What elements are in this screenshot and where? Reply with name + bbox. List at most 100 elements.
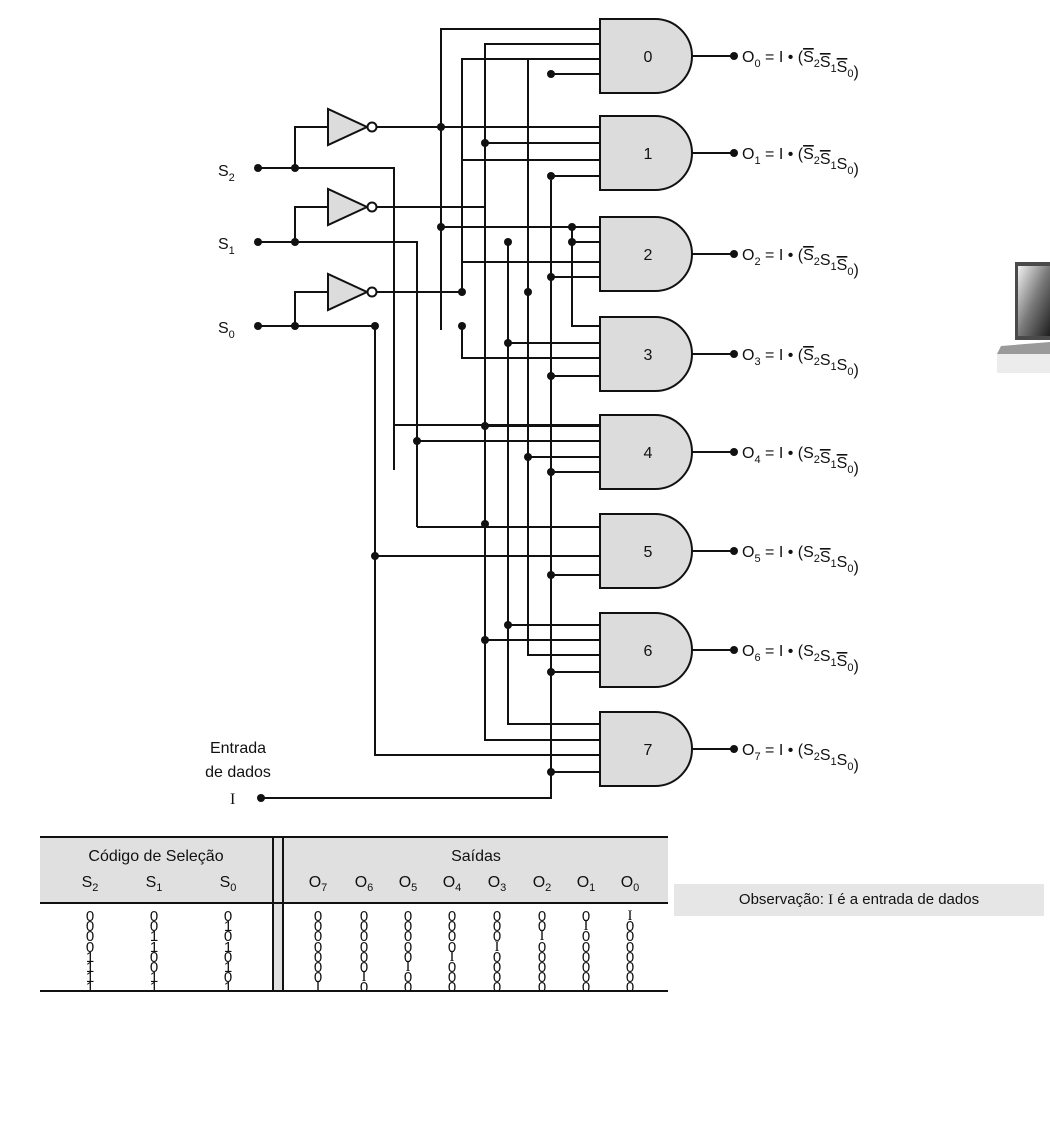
wire-27 <box>527 59 600 656</box>
column-header-o0: O0 <box>620 874 640 894</box>
data-input-label-line1: Entrada <box>210 740 266 757</box>
table-cell: 0 <box>223 908 233 925</box>
wire-2 <box>294 206 328 242</box>
junction-dot <box>547 668 555 676</box>
and-gate-2 <box>599 216 693 292</box>
table-cell: 0 <box>85 928 95 946</box>
column-header-s2: S2 <box>81 874 99 894</box>
table-cell: I <box>405 959 411 975</box>
table-cell: I <box>539 928 545 945</box>
junction-dot <box>547 768 555 776</box>
table-cell: 0 <box>492 928 502 946</box>
input-terminal-s1 <box>254 238 262 246</box>
table-cell: I <box>449 948 455 965</box>
column-header-o2: O2 <box>532 874 552 894</box>
junction-dot <box>504 621 512 629</box>
inverter-s0-bubble <box>366 286 378 298</box>
table-cell: 0 <box>313 918 323 936</box>
table-cell: 0 <box>581 969 591 987</box>
table-cell: 0 <box>492 959 502 976</box>
and-gate-4 <box>599 414 693 490</box>
output-equation-6: O6 = I • (S2S1S0) <box>742 643 859 675</box>
column-header-s0: S0 <box>219 874 237 894</box>
junction-dot <box>568 223 576 231</box>
output-terminal-6 <box>730 646 738 654</box>
gate-number-7: 7 <box>644 742 653 759</box>
wire-0 <box>294 126 328 168</box>
table-cell: 0 <box>537 918 547 936</box>
table-cell: 0 <box>581 938 591 956</box>
table-cell: 0 <box>625 928 635 946</box>
and-gate-3 <box>599 316 693 392</box>
table-cell: 0 <box>581 928 591 946</box>
table-cell: 0 <box>403 918 413 936</box>
inverter-s2-bubble <box>366 121 378 133</box>
note-suffix: é a entrada de dados <box>833 891 980 908</box>
table-header-rule <box>40 902 668 904</box>
junction-dot <box>547 372 555 380</box>
junction-dot <box>458 322 466 330</box>
inverter-s0 <box>327 272 370 312</box>
table-cell: 0 <box>447 979 457 997</box>
table-cell: 0 <box>447 918 457 936</box>
junction-dot <box>371 322 379 330</box>
table-cell: 0 <box>223 948 233 966</box>
junction-dot <box>437 123 445 131</box>
table-cell: 0 <box>447 928 457 946</box>
table-cell: I <box>315 979 321 996</box>
inverter-s1 <box>327 187 370 227</box>
and-gate-1 <box>599 115 693 191</box>
table-cell: 0 <box>537 938 547 956</box>
junction-dot <box>481 422 489 430</box>
note-box: Observação: I é a entrada de dados <box>674 884 1044 916</box>
group-label-selection: Código de Seleção <box>88 848 224 865</box>
junction-dots <box>254 52 738 802</box>
column-header-o3: O3 <box>487 874 507 894</box>
junction-dot <box>291 322 299 330</box>
output-terminal-1 <box>730 149 738 157</box>
table-cell: 0 <box>447 969 457 987</box>
table-cell: 0 <box>403 979 413 997</box>
table-cell: 0 <box>625 959 635 976</box>
table-cell: 1 <box>149 938 159 956</box>
gate-number-1: 1 <box>644 146 653 163</box>
table-cell: 1 <box>223 959 233 976</box>
wire-data-input <box>261 180 552 799</box>
wire-12 <box>484 207 600 741</box>
gate-number-4: 4 <box>644 445 653 462</box>
junction-dot <box>504 238 512 246</box>
table-cell: 0 <box>359 979 369 997</box>
table-cell: 0 <box>492 908 502 925</box>
table-cell: 1 <box>149 979 159 997</box>
junction-dot <box>568 238 576 246</box>
table-cell: 0 <box>85 918 95 936</box>
table-column-separator <box>272 836 284 992</box>
table-cell: 1 <box>149 928 159 946</box>
input-terminal-data <box>257 794 265 802</box>
wire-s1 <box>258 241 418 527</box>
output-equation-1: O1 = I • (S2S1S0) <box>742 146 859 178</box>
gate-number-5: 5 <box>644 544 653 561</box>
table-cell: 0 <box>537 959 547 976</box>
table-cell: 0 <box>403 969 413 987</box>
and-gate-7 <box>599 711 693 787</box>
table-top-rule <box>40 836 668 838</box>
table-cell: 0 <box>537 969 547 987</box>
table-cell: 0 <box>625 969 635 987</box>
junction-dot <box>437 223 445 231</box>
column-header-o7: O7 <box>308 874 328 894</box>
table-cell: 0 <box>447 938 457 956</box>
table-cell: 1 <box>85 979 95 997</box>
column-header-o1: O1 <box>576 874 596 894</box>
inverter-s2 <box>327 107 370 147</box>
table-cell: 0 <box>313 938 323 956</box>
table-cell: 1 <box>223 938 233 956</box>
column-header-o5: O5 <box>398 874 418 894</box>
wire-16 <box>461 326 600 359</box>
junction-dot <box>547 172 555 180</box>
gate-number-0: 0 <box>644 49 653 66</box>
table-cell: I <box>361 969 367 986</box>
